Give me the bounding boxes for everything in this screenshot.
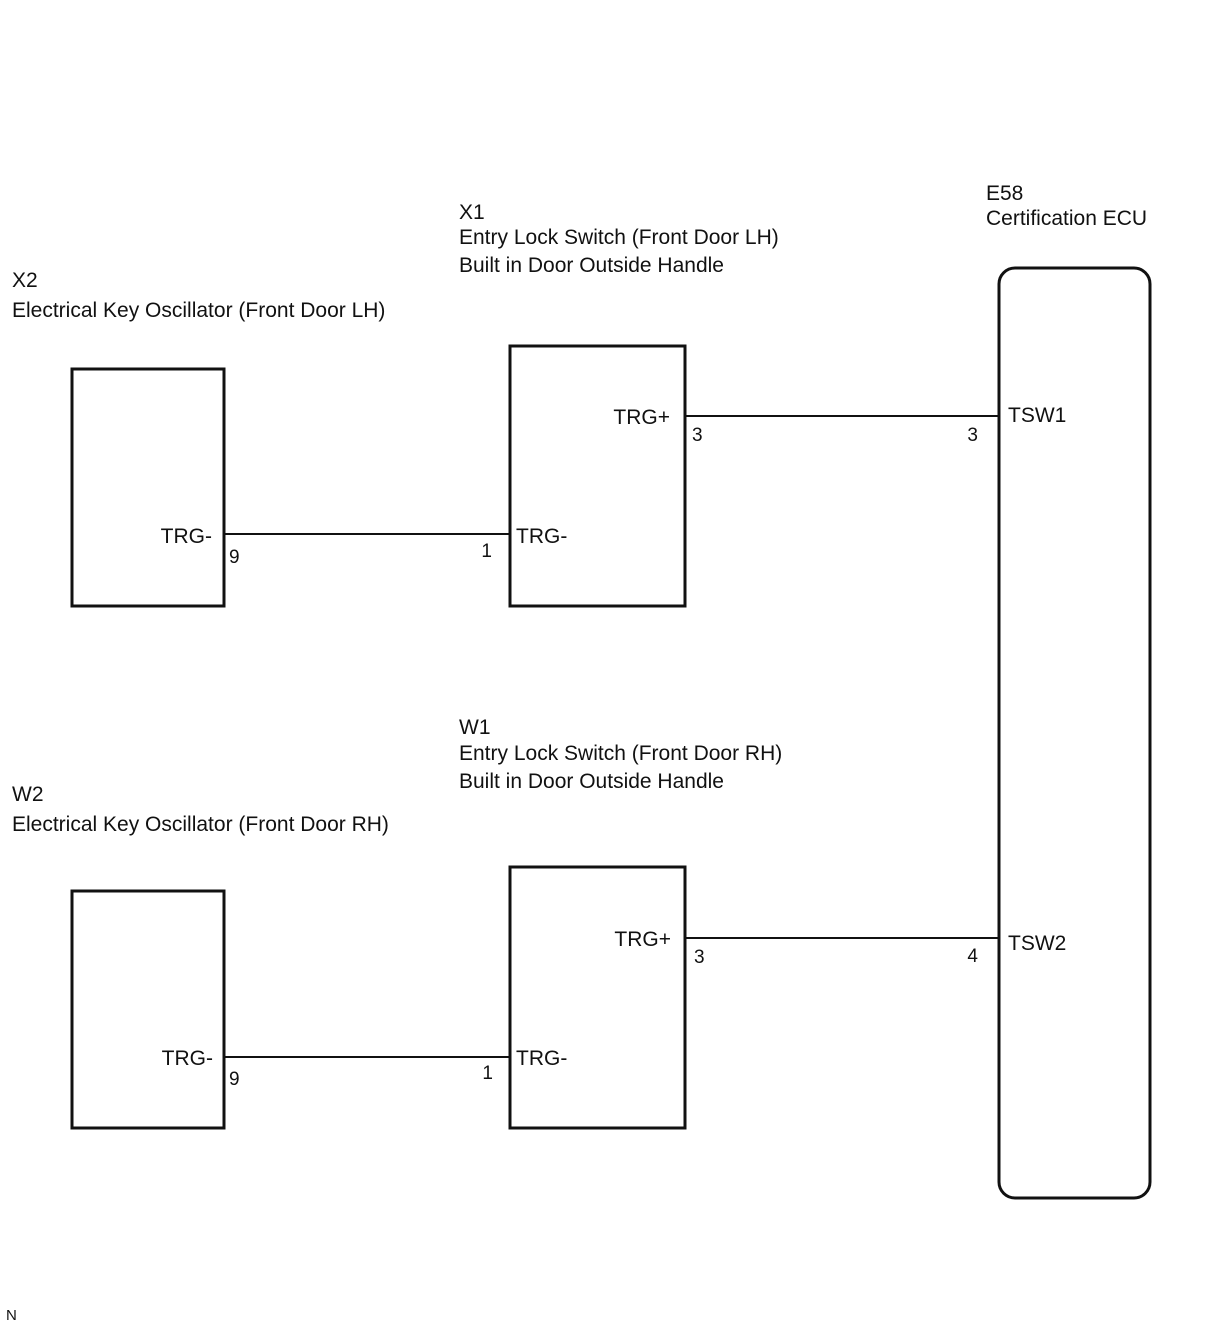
e58-pin-3: 3	[967, 425, 978, 446]
w2-terminal-trg-minus: TRG-	[162, 1047, 213, 1070]
w1-pin-3: 3	[694, 947, 705, 968]
x1-location: Built in Door Outside Handle	[459, 254, 724, 277]
e58-pin-4: 4	[967, 946, 978, 967]
x2-component-box	[70, 367, 226, 608]
x1-terminal-trg-plus: TRG+	[613, 406, 670, 429]
w1-pin-1: 1	[482, 1063, 493, 1084]
x2-code: X2	[12, 269, 38, 292]
w1-location: Built in Door Outside Handle	[459, 770, 724, 793]
x2-name: Electrical Key Oscillator (Front Door LH…	[12, 299, 385, 322]
x1-pin-1: 1	[481, 541, 492, 562]
w2-pin-9: 9	[229, 1069, 240, 1090]
e58-terminal-tsw2: TSW2	[1008, 932, 1066, 955]
e58-code: E58	[986, 182, 1023, 205]
e58-name: Certification ECU	[986, 207, 1147, 230]
e58-terminal-tsw1: TSW1	[1008, 404, 1066, 427]
x1-terminal-trg-minus: TRG-	[516, 525, 567, 548]
w1-component-box	[508, 865, 687, 1130]
w1-name: Entry Lock Switch (Front Door RH)	[459, 742, 782, 765]
w1-terminal-trg-minus: TRG-	[516, 1047, 567, 1070]
w2-name: Electrical Key Oscillator (Front Door RH…	[12, 813, 389, 836]
x1-name: Entry Lock Switch (Front Door LH)	[459, 226, 779, 249]
x1-pin-3: 3	[692, 425, 703, 446]
x1-component-box	[508, 344, 687, 608]
x2-pin-9: 9	[229, 547, 240, 568]
x2-terminal-trg-minus: TRG-	[161, 525, 212, 548]
w2-code: W2	[12, 783, 44, 806]
footer-mark: N	[6, 1307, 17, 1324]
w1-terminal-trg-plus: TRG+	[614, 928, 671, 951]
x1-code: X1	[459, 201, 485, 224]
w1-code: W1	[459, 716, 491, 739]
e58-ecu-box	[997, 266, 1152, 1200]
w2-component-box	[70, 889, 226, 1130]
